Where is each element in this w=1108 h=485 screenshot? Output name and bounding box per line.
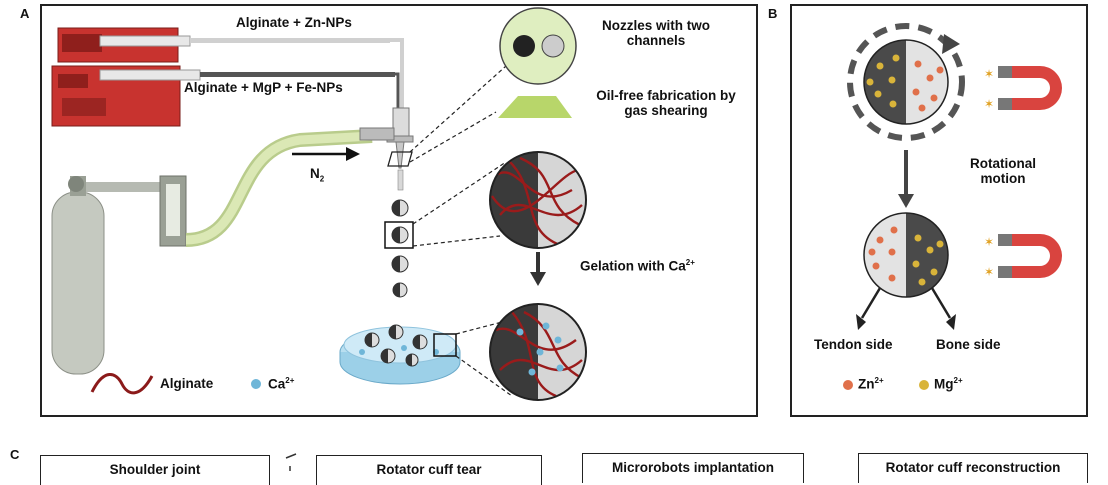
panel-c-box-shoulder-joint: Shoulder joint	[40, 455, 270, 485]
rotation-dashed-ring	[847, 23, 965, 141]
label-oilfree-line2: gas shearing	[624, 103, 708, 118]
label-rotational-motion: Rotational motion	[950, 156, 1056, 186]
magnet-icon-bottom: ✶ ✶	[984, 234, 1062, 279]
panel-b-frame	[790, 4, 1088, 417]
panel-letter-c: C	[10, 447, 20, 462]
falling-droplets	[391, 199, 409, 298]
syringe-pump-top	[57, 27, 390, 63]
label-nozzles-line2: channels	[626, 33, 686, 48]
legend-mg-text: Mg	[934, 376, 954, 392]
coaxial-nozzle	[386, 107, 414, 191]
label-n2-sub: 2	[319, 174, 325, 184]
label-alginate-zn: Alginate + Zn-NPs	[236, 15, 352, 30]
panel-letter-b: B	[768, 6, 778, 21]
syringe-pump-bottom	[51, 65, 395, 127]
panel-c-box-rotator-cuff-tear: Rotator cuff tear	[316, 455, 542, 485]
label-rotational-line1: Rotational	[970, 156, 1036, 171]
janus-droplet-rotating	[863, 39, 949, 125]
mg-legend-icon	[919, 380, 929, 390]
label-gelation: Gelation with Ca2+	[580, 258, 695, 274]
svg-text:✶: ✶	[984, 97, 994, 111]
label-oilfree-line1: Oil-free fabrication by	[596, 88, 736, 103]
panel-c-box-rotator-cuff-reconstruction: Rotator cuff reconstruction	[858, 453, 1088, 483]
label-nozzles: Nozzles with two channels	[586, 18, 726, 48]
gas-cylinder	[51, 175, 187, 375]
label-n2-text: N	[310, 166, 320, 181]
panel-a-frame	[40, 4, 758, 417]
magnet-icon-top: ✶ ✶	[984, 66, 1062, 111]
legend-mg-label: Mg2+	[934, 376, 963, 392]
zn-legend-icon	[843, 380, 853, 390]
alginate-legend-icon	[90, 373, 154, 395]
janus-droplet-oriented	[863, 212, 949, 298]
legend-zn-label: Zn2+	[858, 376, 884, 392]
legend-alginate-label: Alginate	[160, 376, 214, 391]
legend-zn-text: Zn	[858, 376, 875, 392]
gas-shearing-shape	[498, 96, 572, 118]
label-gelation-text: Gelation with Ca	[580, 258, 686, 274]
svg-text:✶: ✶	[984, 67, 994, 81]
ca-legend-icon	[251, 379, 261, 389]
droplet-closeup-crosslinked	[489, 303, 587, 401]
nozzle-cross-section	[499, 7, 577, 85]
legend-ca-label: Ca2+	[268, 376, 294, 392]
label-alginate-mgp-fe: Alginate + MgP + Fe-NPs	[184, 80, 343, 95]
label-n2: N2	[310, 166, 324, 184]
label-nozzles-line1: Nozzles with two	[602, 18, 710, 33]
droplet-closeup-strands	[489, 151, 587, 249]
legend-ca-sup: 2+	[285, 376, 295, 385]
legend-zn-sup: 2+	[874, 376, 884, 385]
label-tendon-side: Tendon side	[814, 337, 893, 352]
legend-mg-sup: 2+	[953, 376, 963, 385]
label-oilfree: Oil-free fabrication by gas shearing	[578, 88, 754, 118]
label-bone-side: Bone side	[936, 337, 1001, 352]
petri-dish	[339, 324, 461, 385]
panel-letter-a: A	[20, 6, 30, 21]
label-rotational-line2: motion	[980, 171, 1026, 186]
panel-c-box-microrobots-implantation: Microrobots implantation	[582, 453, 804, 483]
svg-text:✶: ✶	[984, 265, 994, 279]
label-gelation-sup: 2+	[685, 258, 695, 267]
figure-graphics: ✶ ✶ ✶ ✶	[51, 7, 1062, 471]
legend-ca-text: Ca	[268, 376, 286, 392]
svg-text:✶: ✶	[984, 235, 994, 249]
